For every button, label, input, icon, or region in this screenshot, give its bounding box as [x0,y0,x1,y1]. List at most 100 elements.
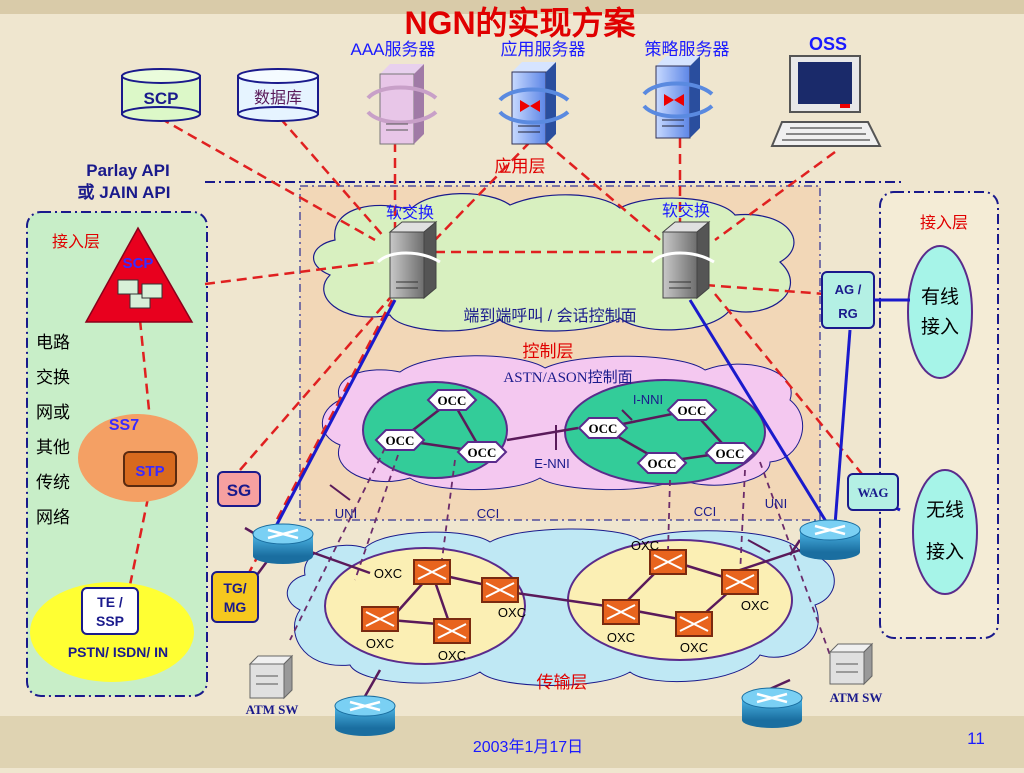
occ-node: OCC [704,442,756,464]
svg-text:无线: 无线 [926,499,964,521]
svg-text:SS7: SS7 [109,417,139,434]
oxc-node [413,559,451,585]
occ-node: OCC [456,441,508,463]
enni-label: E-NNI [534,456,569,471]
blue-links [273,299,901,529]
oxc-label: OXC [374,566,402,581]
oxc-label: OXC [366,636,394,651]
ag-rg-box: AG / RG [821,271,875,329]
svg-text:OCC: OCC [716,446,745,461]
atm-switch-icon [828,642,874,686]
wired-access: 有线 接入 [907,245,973,379]
aaa-server-label: AAA服务器 [350,40,435,59]
svg-text:MG: MG [224,599,247,615]
svg-text:传统: 传统 [36,473,70,492]
router-icon [334,695,396,736]
tgmg-box: TG/ MG [211,571,259,623]
page-number: 11 [967,729,985,748]
oxc-domain-left [324,547,526,665]
oxc-label: OXC [498,605,526,620]
atm-switch-icon [248,654,294,700]
sg-box: SG [217,471,261,507]
oxc-node [481,577,519,603]
softswitch-device [376,220,441,300]
oxc-label: OXC [607,630,635,645]
red-dashed-links [128,116,876,591]
svg-text:STP: STP [135,463,164,480]
svg-text:OCC: OCC [386,433,415,448]
oxc-label: OXC [680,640,708,655]
oss-computer-icon [770,55,882,147]
svg-text:OCC: OCC [678,403,707,418]
uni-left-label: UNI [335,506,357,521]
oxc-node [361,606,399,632]
scp-triangle: SCP [84,226,194,323]
oxc-node [721,569,759,595]
svg-text:WAG: WAG [857,485,888,500]
atm-switch-left-label: ATM SW [246,702,299,717]
softswitch-device [650,220,715,300]
svg-text:RG: RG [838,306,858,321]
ason-control-plane-label: ASTN/ASON控制面 [503,369,632,386]
occ-node: OCC [426,389,478,411]
svg-text:TE /: TE / [97,594,123,610]
parlay-api-label: Parlay API [86,161,169,180]
occ-node: OCC [666,399,718,421]
oxc-label: OXC [438,648,466,663]
router-icon [799,519,861,560]
router-icon [252,523,314,564]
oxc-node [675,611,713,637]
svg-text:SG: SG [227,481,252,500]
oxc-node [602,599,640,625]
application-layer-label: 应用层 [495,157,546,176]
atm-switch-right-label: ATM SW [830,690,883,705]
inni-label: I-NNI [633,392,663,407]
transport-layer-label: 传输层 [537,673,588,692]
svg-text:OCC: OCC [648,456,677,471]
cci-left-label: CCI [477,506,499,521]
oxc-label: OXC [631,538,659,553]
jain-api-label: 或 JAIN API [78,182,171,202]
svg-text:接入: 接入 [926,541,964,563]
oxc-label: OXC [741,598,769,613]
svg-text:AG /: AG / [835,282,862,297]
svg-text:OCC: OCC [468,445,497,460]
uni-right-label: UNI [765,496,787,511]
legacy-network-label: 电路 交换 网或 其他 传统 网络 [36,333,70,527]
oxc-node [433,618,471,644]
oss-label: OSS [809,34,847,54]
policy-server-icon [642,56,714,139]
occ-node: OCC [374,429,426,451]
svg-text:TG/: TG/ [223,580,246,596]
svg-text:网或: 网或 [36,403,70,422]
svg-text:数据库: 数据库 [254,89,302,107]
application-server-icon [498,62,570,145]
svg-text:有线: 有线 [921,286,959,308]
svg-text:其他: 其他 [36,438,70,457]
svg-text:网络: 网络 [36,508,70,527]
control-plane-label: 端到端呼叫 / 会话控制面 [463,307,636,325]
purple-dashed-links [289,447,831,656]
cci-right-label: CCI [694,504,716,519]
svg-text:SSP: SSP [96,613,124,629]
scp-database-icon: SCP [121,68,201,122]
wireless-access: 无线 接入 [912,469,978,595]
occ-node: OCC [636,452,688,474]
softswitch-label: 软交换 [386,204,434,222]
policy-server-label: 策略服务器 [645,40,730,59]
softswitch-label: 软交换 [662,202,710,220]
wag-box: WAG [847,473,899,511]
svg-text:OCC: OCC [438,393,467,408]
svg-text:交换: 交换 [36,368,70,387]
aaa-server-icon [366,64,438,145]
database-icon: 数据库 [237,68,319,122]
control-layer-label: 控制层 [523,342,574,361]
svg-text:OCC: OCC [589,421,618,436]
pstn-cloud: TE / SSP PSTN/ ISDN/ IN [30,582,194,682]
footer-date: 2003年1月17日 [473,738,583,756]
oxc-node [649,549,687,575]
svg-text:电路: 电路 [36,333,70,352]
svg-text:SCP: SCP [144,89,179,108]
svg-text:接入: 接入 [921,316,959,338]
